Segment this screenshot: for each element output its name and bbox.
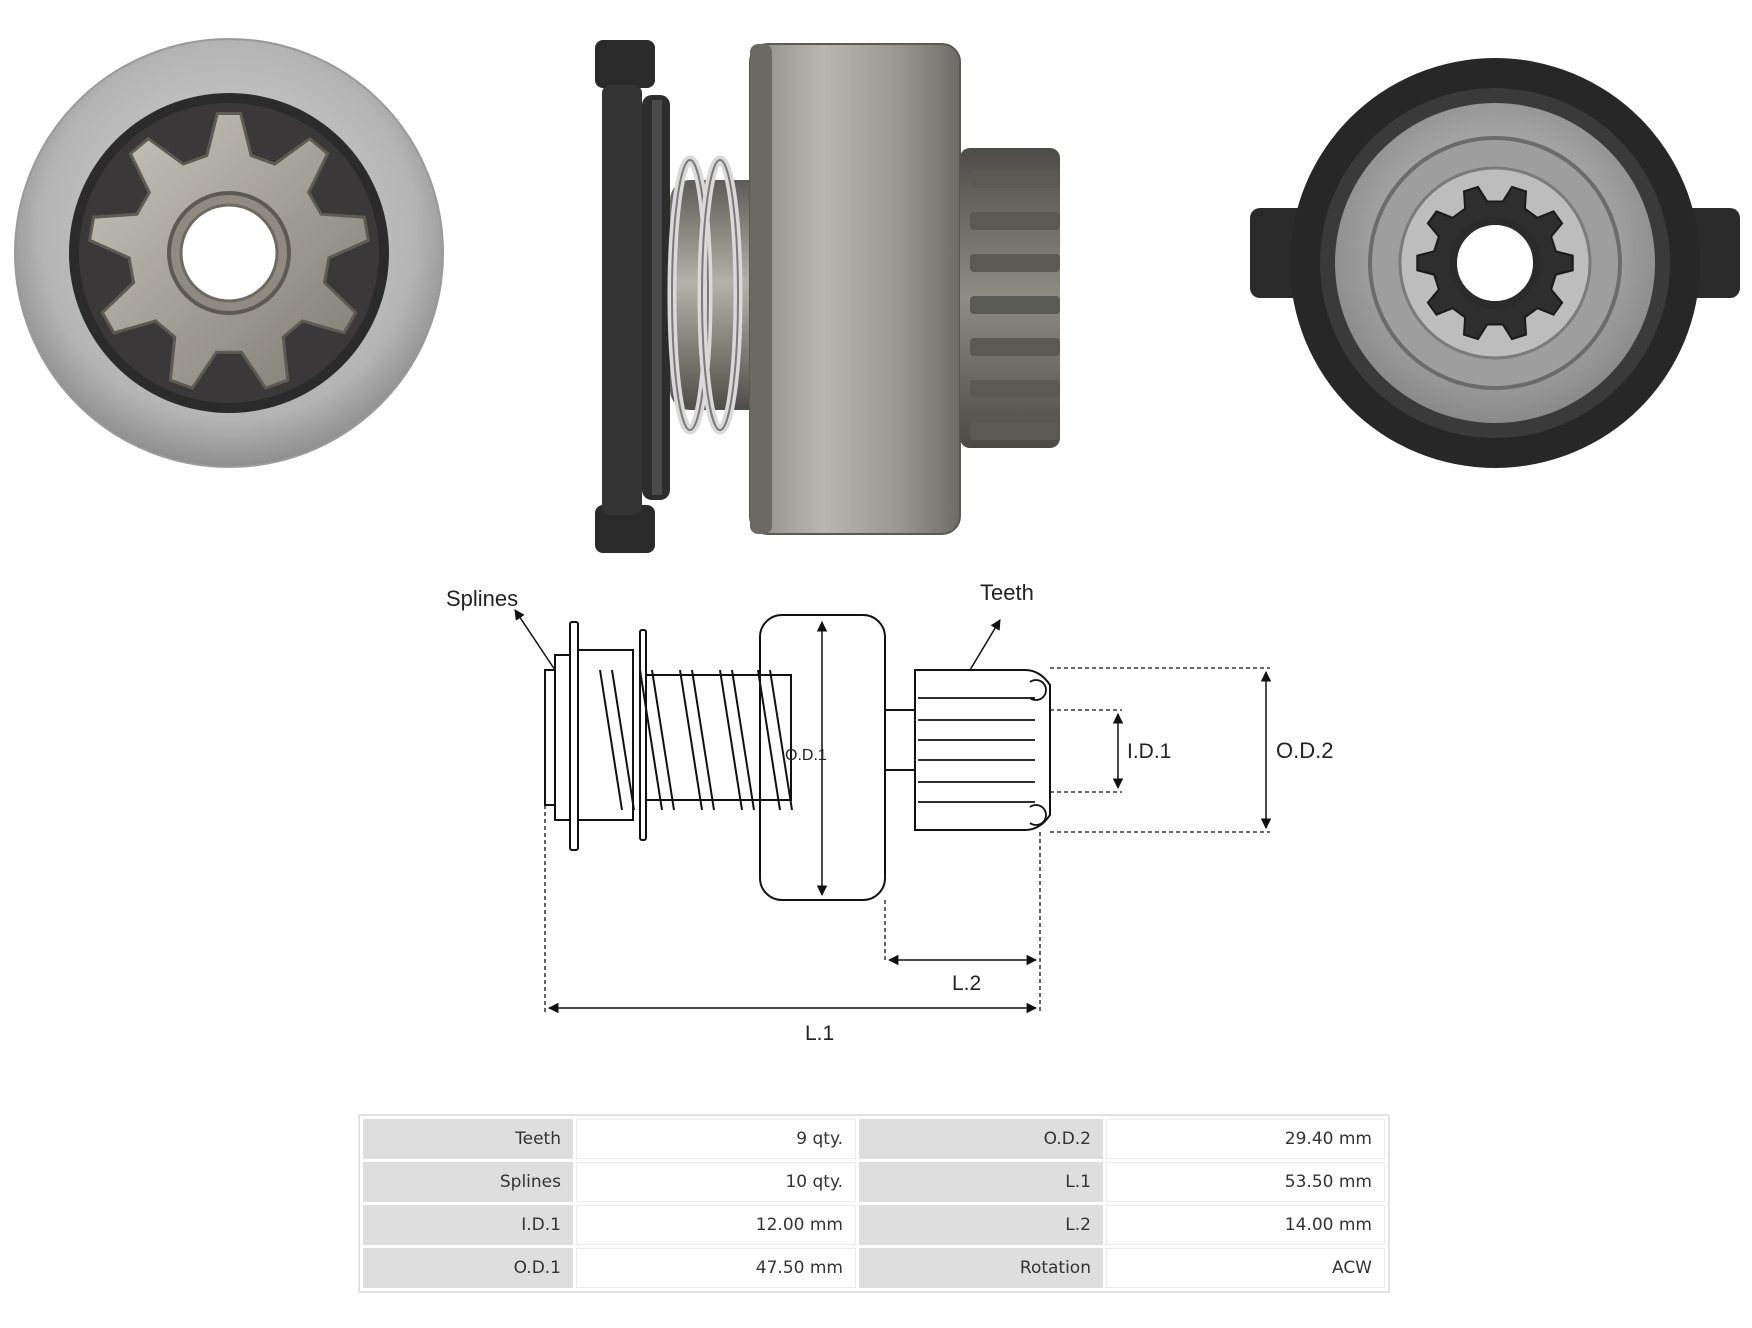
spec-value: 10 qty. <box>576 1162 856 1202</box>
spec-label: Teeth <box>363 1119 573 1159</box>
spec-value: 9 qty. <box>576 1119 856 1159</box>
spec-label: I.D.1 <box>363 1205 573 1245</box>
spec-value: 14.00 mm <box>1106 1205 1385 1245</box>
teeth-leader <box>969 619 1001 671</box>
od1-label: O.D.1 <box>785 747 827 764</box>
spec-value: 29.40 mm <box>1106 1119 1385 1159</box>
teeth-label: Teeth <box>980 580 1034 605</box>
spec-label: Rotation <box>859 1248 1103 1288</box>
spec-label: O.D.2 <box>859 1119 1103 1159</box>
spec-label: L.2 <box>859 1205 1103 1245</box>
back-view-photo <box>1250 58 1740 468</box>
id1-label: I.D.1 <box>1127 740 1171 763</box>
spec-label: Splines <box>363 1162 573 1202</box>
spec-value: 47.50 mm <box>576 1248 856 1288</box>
spec-value: 12.00 mm <box>576 1205 856 1245</box>
spec-value: 53.50 mm <box>1106 1162 1385 1202</box>
side-view-photo <box>595 40 1060 553</box>
spec-value: ACW <box>1106 1248 1385 1288</box>
spec-label: O.D.1 <box>363 1248 573 1288</box>
spec-label: L.1 <box>859 1162 1103 1202</box>
l2-label: L.2 <box>952 972 981 995</box>
front-view-photo <box>14 38 444 468</box>
splines-label: Splines <box>446 586 518 611</box>
technical-drawing: Splines Teeth O.D.1 O.D.2 I.D.1 L.2 L.1 <box>446 580 1333 1045</box>
od2-label: O.D.2 <box>1276 738 1333 763</box>
splines-leader <box>514 609 556 671</box>
l1-label: L.1 <box>805 1022 834 1045</box>
